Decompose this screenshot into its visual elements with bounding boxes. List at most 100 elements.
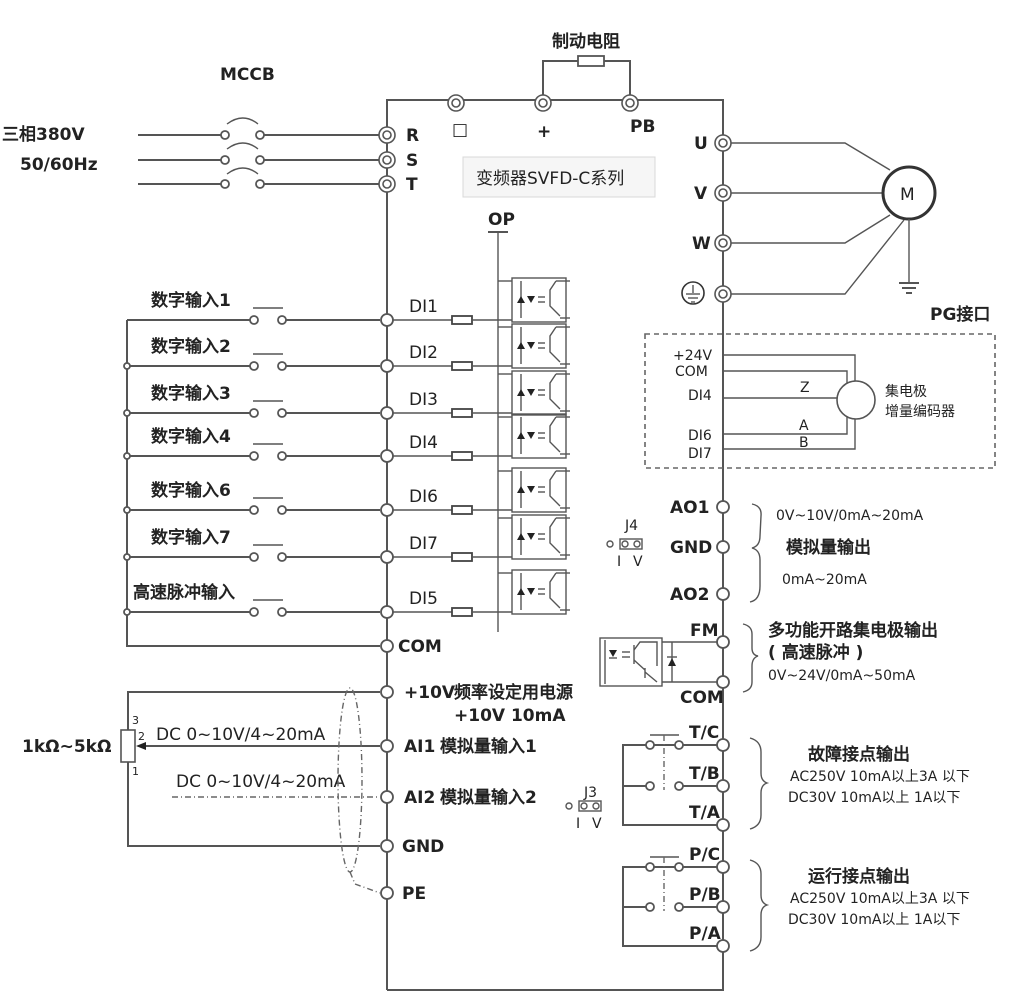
mccb-breaker xyxy=(220,117,265,189)
digital-input-terminal xyxy=(380,449,394,463)
potentiometer-label: 1kΩ~5kΩ xyxy=(22,737,111,757)
diode-icon xyxy=(668,658,676,666)
optocoupler-icon xyxy=(498,569,570,615)
svg-text:Z: Z xyxy=(800,380,810,396)
svg-text:COM: COM xyxy=(398,637,442,657)
terminal-s: S xyxy=(378,151,418,171)
digital-input-row: 数字输入7 DI7 xyxy=(123,514,570,564)
digital-input-label: 数字输入7 xyxy=(151,527,231,548)
power-label-voltage: 三相380V xyxy=(2,124,85,145)
svg-text:AC250V 10mA以上3A 以下: AC250V 10mA以上3A 以下 xyxy=(790,769,970,785)
svg-text:I: I xyxy=(617,554,621,570)
terminal-w: W xyxy=(692,234,732,254)
resistor-icon xyxy=(451,451,473,461)
svg-text:模拟量输出: 模拟量输出 xyxy=(786,537,871,558)
svg-text:U: U xyxy=(694,134,708,154)
svg-text:V: V xyxy=(633,554,643,570)
svg-text:S: S xyxy=(406,151,418,171)
pg-interface: PG接口 +24V COM DI4 DI6 DI7 Z A B 集电极 增量编码… xyxy=(644,304,996,469)
optocoupler-icon xyxy=(498,277,570,323)
digital-input-terminal-label: DI3 xyxy=(409,390,438,410)
inverter-body xyxy=(386,99,724,991)
svg-text:AO2: AO2 xyxy=(670,585,709,605)
terminal-10v: +10V 频率设定用电源 +10V 10mA xyxy=(380,682,573,726)
svg-text:T: T xyxy=(406,175,418,195)
svg-text:R: R xyxy=(406,126,419,146)
digital-input-terminal xyxy=(380,503,394,517)
digital-inputs: OP xyxy=(126,210,515,647)
terminal-t: T xyxy=(378,175,418,195)
svg-text:增量编码器: 增量编码器 xyxy=(885,404,955,420)
switch-icon xyxy=(249,400,287,418)
terminal-pc: P/C xyxy=(689,845,730,874)
resistor-icon xyxy=(451,505,473,515)
digital-input-terminal xyxy=(380,313,394,327)
terminal-plus: + xyxy=(534,94,552,142)
terminal-tc: T/C xyxy=(689,723,730,752)
ground-icon xyxy=(899,282,919,294)
svg-text:+24V: +24V xyxy=(673,348,713,364)
motor-symbol: M xyxy=(900,185,915,205)
svg-text:DC30V 10mA以上 1A以下: DC30V 10mA以上 1A以下 xyxy=(788,790,960,806)
svg-text:A: A xyxy=(799,418,809,434)
svg-text:GND: GND xyxy=(402,837,444,857)
optocoupler-icon xyxy=(498,514,570,560)
svg-text:( 高速脉冲 ): ( 高速脉冲 ) xyxy=(768,642,863,663)
ai1-signal-label: DC 0~10V/4~20mA xyxy=(156,725,326,745)
terminal-gnd-analog: GND xyxy=(380,837,444,857)
svg-text:集电极: 集电极 xyxy=(885,383,927,400)
svg-text:DI6: DI6 xyxy=(688,428,712,444)
digital-input-label: 高速脉冲输入 xyxy=(133,582,235,603)
terminal-ai2: AI2 模拟量输入2 xyxy=(380,787,537,808)
fault-relay-output: T/C T/B T/A 故障接点输出 AC250V 10mA以上3A 以下 DC… xyxy=(622,723,970,832)
svg-text:+: + xyxy=(537,122,551,142)
brace-icon xyxy=(749,859,770,952)
svg-text:J4: J4 xyxy=(624,518,638,534)
svg-text:B: B xyxy=(799,435,809,451)
jumper-j3: J3 I V xyxy=(565,785,602,832)
terminal-ai1: AI1 模拟量输入1 xyxy=(380,736,537,757)
svg-text:V: V xyxy=(592,816,602,832)
svg-text:+10V 10mA: +10V 10mA xyxy=(454,706,566,726)
digital-input-terminal-label: DI4 xyxy=(409,433,438,453)
svg-text:故障接点输出: 故障接点输出 xyxy=(808,744,910,765)
svg-text:2: 2 xyxy=(138,730,145,743)
svg-text:COM: COM xyxy=(675,364,708,380)
optocoupler-icon xyxy=(599,637,663,687)
ground-icon xyxy=(681,281,705,305)
terminal-v: V xyxy=(694,184,732,204)
resistor-icon xyxy=(451,408,473,418)
svg-text:0V~24V/0mA~50mA: 0V~24V/0mA~50mA xyxy=(768,668,916,684)
digital-input-label: 数字输入2 xyxy=(151,336,231,357)
svg-text:J3: J3 xyxy=(583,785,597,801)
svg-text:□: □ xyxy=(452,120,468,140)
svg-text:PE: PE xyxy=(402,884,426,904)
braking-resistor-label: 制动电阻 xyxy=(552,31,620,52)
digital-input-terminal xyxy=(380,605,394,619)
digital-input-terminal xyxy=(380,359,394,373)
optocoupler-icon xyxy=(498,467,570,513)
svg-text:多功能开路集电极输出: 多功能开路集电极输出 xyxy=(768,620,938,641)
digital-input-terminal xyxy=(380,406,394,420)
inverter-title: 变频器SVFD-C系列 xyxy=(462,156,656,198)
jumper-j4: J4 I V xyxy=(606,518,643,570)
brace-icon xyxy=(742,623,759,693)
svg-text:DI7: DI7 xyxy=(688,446,712,462)
digital-input-terminal-label: DI6 xyxy=(409,487,438,507)
svg-text:P/C: P/C xyxy=(689,845,720,865)
resistor-icon xyxy=(451,607,473,617)
fm-output: FM COM 多功能开路集电极输出 ( 高速脉冲 ) 0V~24V/0mA~50… xyxy=(599,620,938,708)
optocoupler-icon xyxy=(498,370,570,416)
svg-text:V: V xyxy=(694,184,708,204)
svg-text:0mA~20mA: 0mA~20mA xyxy=(782,572,867,588)
resistor-icon xyxy=(451,315,473,325)
optocoupler-icon xyxy=(498,413,570,459)
digital-input-terminal-label: DI7 xyxy=(409,534,438,554)
optocoupler-icon xyxy=(498,323,570,369)
